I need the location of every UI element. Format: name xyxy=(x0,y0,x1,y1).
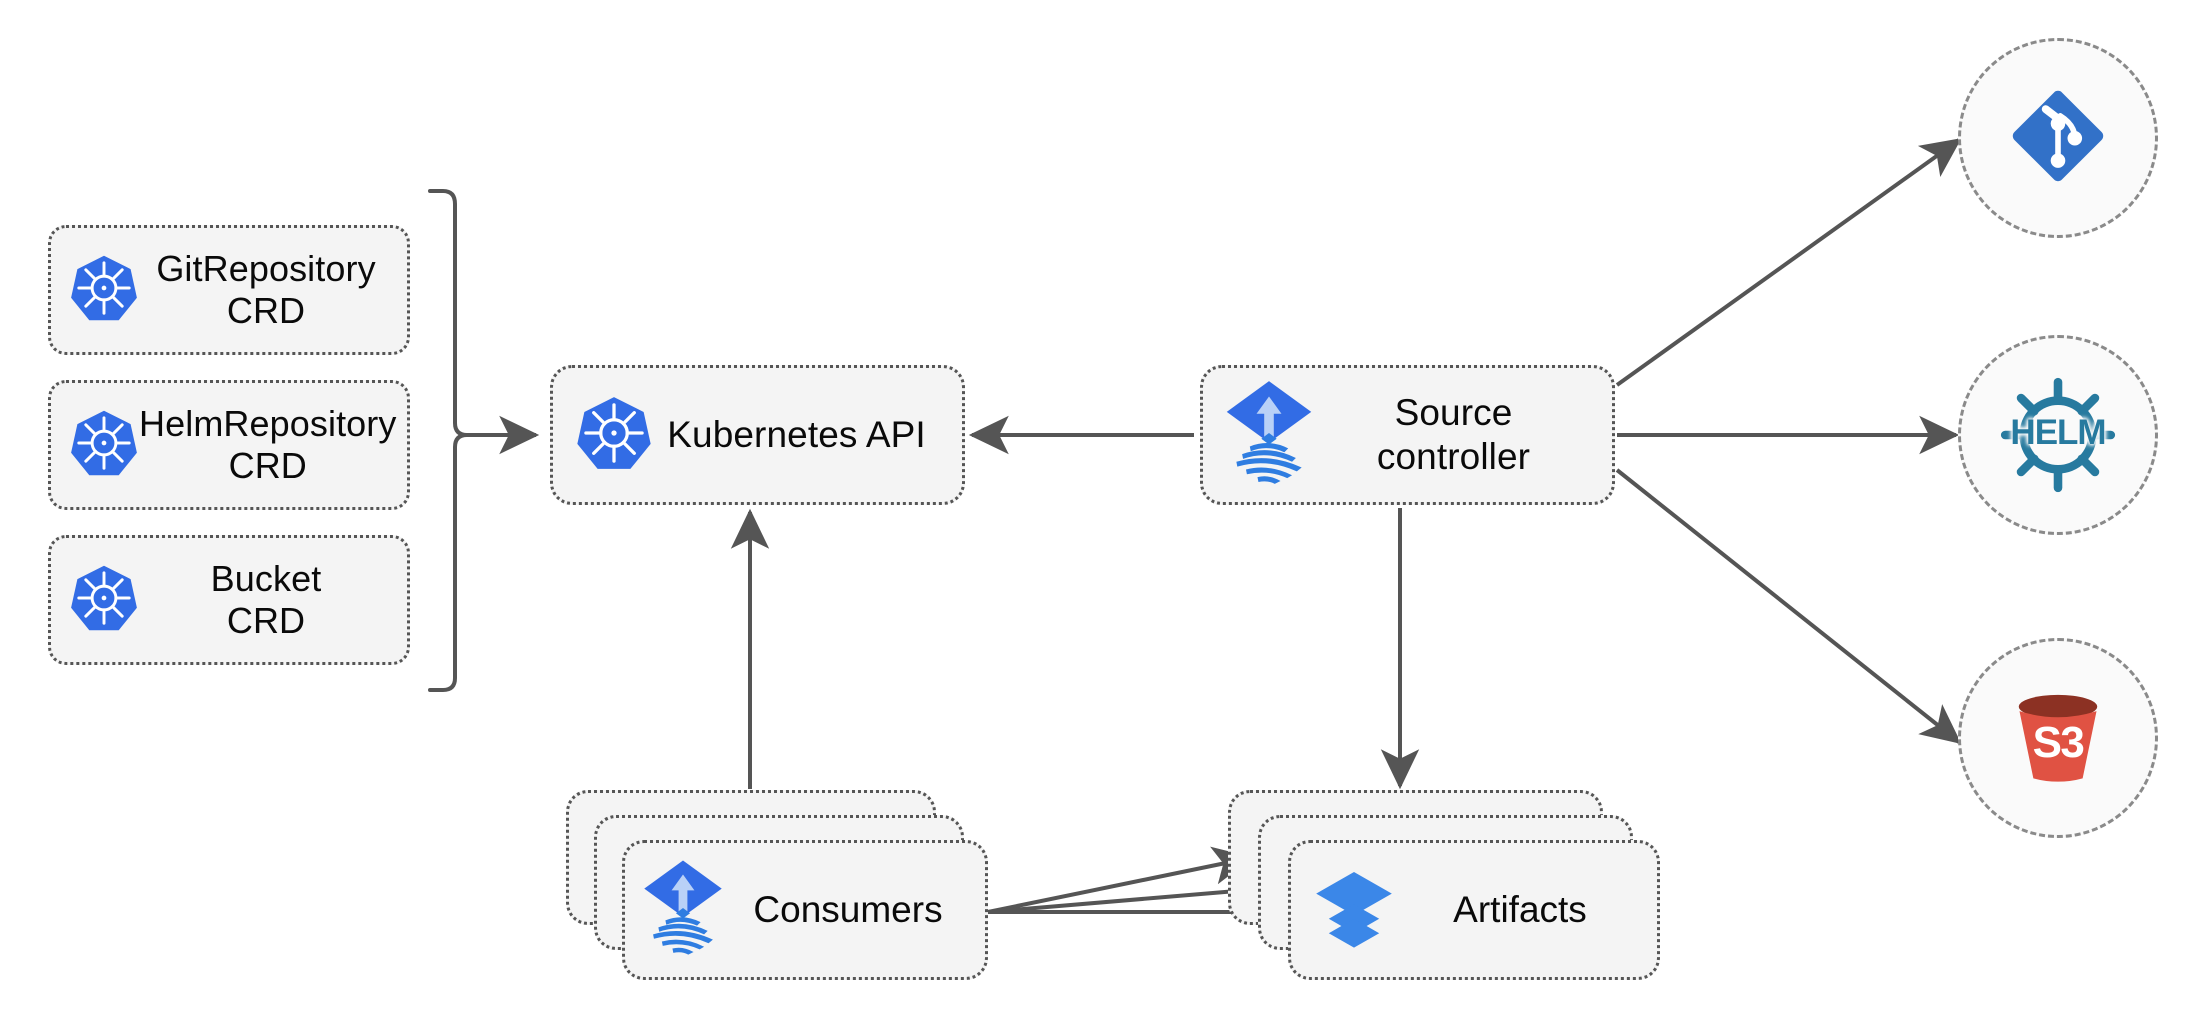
s3-bucket-icon: S3 xyxy=(2002,682,2114,794)
kubernetes-icon xyxy=(69,563,139,638)
kubernetes-icon xyxy=(69,253,139,328)
artifacts-sheet-front[interactable]: Artifacts xyxy=(1288,840,1660,980)
helm-wordmark: HELM xyxy=(2010,413,2106,452)
edge-source-controller-to-s3 xyxy=(1615,468,1962,744)
flux-icon xyxy=(639,858,727,963)
crd-label: Bucket CRD xyxy=(210,557,322,641)
crd-label: HelmRepository CRD xyxy=(139,402,397,486)
crd-label: GitRepository CRD xyxy=(156,247,376,331)
node-kubernetes-api[interactable]: Kubernetes API xyxy=(550,365,965,505)
source-circle-git[interactable] xyxy=(1958,38,2158,238)
flux-icon xyxy=(1221,379,1317,492)
node-consumers[interactable]: Consumers xyxy=(566,790,1006,990)
helm-icon: HELM xyxy=(1992,369,2124,501)
node-artifacts[interactable]: Artifacts xyxy=(1228,790,1678,990)
source-circle-helm[interactable]: HELM xyxy=(1958,335,2158,535)
kubernetes-icon xyxy=(69,408,139,483)
node-label: Kubernetes API xyxy=(667,414,926,456)
node-label: Artifacts xyxy=(1453,889,1587,931)
git-icon xyxy=(2002,80,2114,197)
edge-consumers-to-artifacts-back xyxy=(987,846,1254,914)
crd-group-brace xyxy=(428,189,540,692)
crd-card-gitrepository[interactable]: GitRepository CRD xyxy=(48,225,410,355)
s3-wordmark: S3 xyxy=(2032,718,2085,767)
edge-source-controller-to-git xyxy=(1615,138,1962,387)
node-label: Source controller xyxy=(1376,392,1531,477)
node-label: Consumers xyxy=(753,889,943,931)
consumers-sheet-front[interactable]: Consumers xyxy=(622,840,988,980)
node-source-controller[interactable]: Source controller xyxy=(1200,365,1615,505)
crd-card-bucket[interactable]: Bucket CRD xyxy=(48,535,410,665)
kubernetes-icon xyxy=(575,394,653,477)
layers-icon xyxy=(1309,863,1399,958)
crd-card-helmrepository[interactable]: HelmRepository CRD xyxy=(48,380,410,510)
source-circle-s3[interactable]: S3 xyxy=(1958,638,2158,838)
